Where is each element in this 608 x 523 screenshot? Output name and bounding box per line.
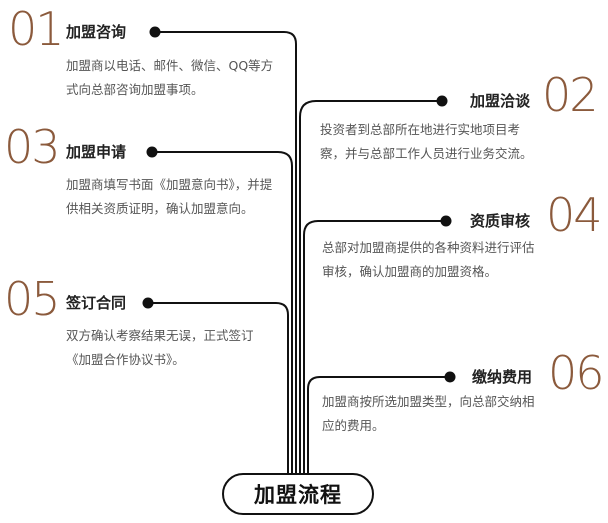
step-2-title: 加盟洽谈: [470, 92, 531, 110]
dot-step-2: [436, 95, 448, 107]
step-4-description: 总部对加盟商提供的各种资料进行评估审核，确认加盟商的加盟资格。: [322, 240, 535, 279]
dot-step-4: [440, 215, 452, 227]
dot-step-3: [146, 146, 158, 158]
step-1-number: 01: [8, 2, 65, 56]
dot-step-6: [444, 371, 456, 383]
step-1-title: 加盟咨询: [66, 23, 127, 41]
step-5-description: 双方确认考察结果无误，正式签订《加盟合作协议书》。: [66, 328, 254, 367]
step-5-title: 签订合同: [66, 294, 127, 312]
dot-step-5: [142, 297, 154, 309]
step-6-description: 加盟商按所选加盟类型，向总部交纳相应的费用。: [322, 394, 535, 433]
step-2-description: 投资者到总部所在地进行实地项目考察，并与总部工作人员进行业务交流。: [320, 122, 533, 161]
process-title: 加盟流程: [254, 483, 342, 507]
step-6-title: 缴纳费用: [472, 368, 533, 386]
connector-step-4: [303, 220, 446, 474]
connector-step-2: [299, 100, 442, 474]
step-3-description: 加盟商填写书面《加盟意向书》，并提供相关资质证明，确认加盟意向。: [66, 177, 273, 216]
dot-step-1: [149, 26, 161, 38]
connector-step-3: [152, 151, 293, 474]
step-4-title: 资质审核: [470, 212, 531, 230]
step-3-title: 加盟申请: [66, 143, 127, 161]
connector-step-1: [155, 31, 297, 474]
process-title-pill: 加盟流程: [222, 473, 374, 515]
connector-step-6: [307, 376, 450, 474]
step-1-description: 加盟商以电话、邮件、微信、QQ等方式向总部咨询加盟事项。: [66, 58, 274, 97]
step-3-number: 03: [4, 120, 61, 174]
step-2-number: 02: [542, 68, 599, 122]
step-6-number: 06: [548, 346, 605, 400]
step-5-number: 05: [4, 272, 61, 326]
step-4-number: 04: [546, 188, 603, 242]
connector-step-5: [148, 302, 289, 474]
